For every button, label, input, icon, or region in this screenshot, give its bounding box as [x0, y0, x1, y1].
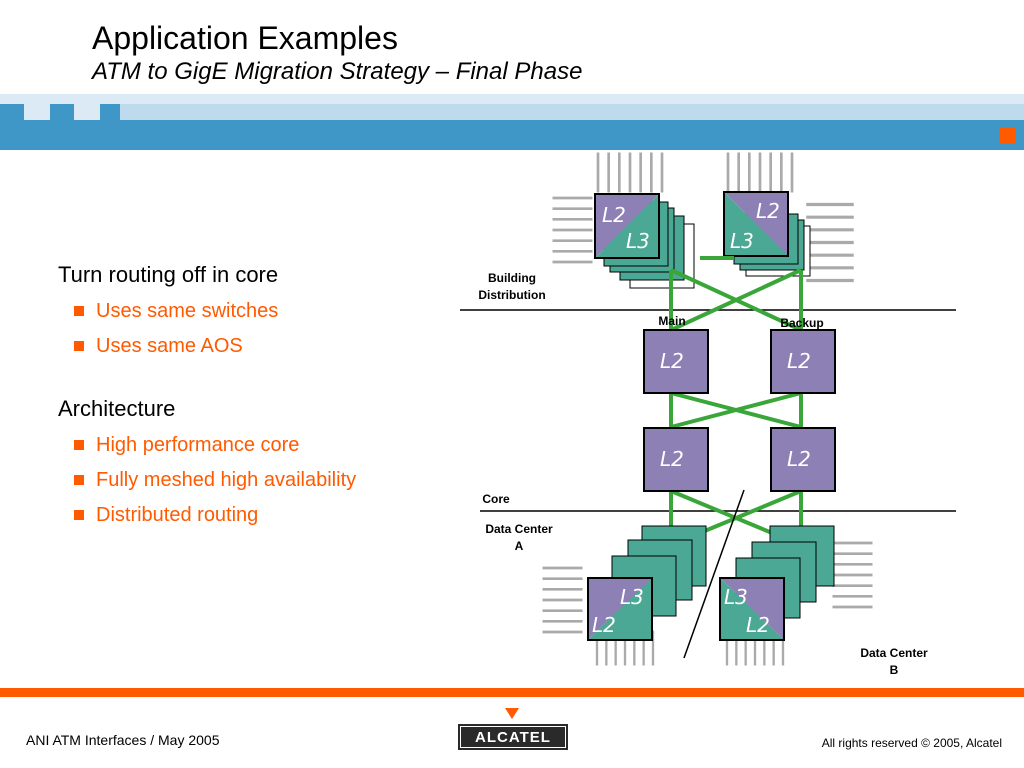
bullet-sub: Distributed routing [72, 504, 438, 527]
footer-right-text: All rights reserved © 2005, Alcatel [821, 736, 1002, 750]
label-building: Building [488, 271, 536, 285]
bullet-sub: Uses same AOS [72, 335, 438, 358]
bullet-sub: Fully meshed high availability [72, 469, 438, 492]
bullet-sub: High performance core [72, 434, 438, 457]
bullet-list: Turn routing off in core Uses same switc… [58, 262, 438, 539]
switch-pins [806, 205, 854, 281]
label-core: Core [482, 492, 510, 506]
label-data-center-b: Data Center [860, 646, 928, 660]
label-main: Main [658, 314, 685, 328]
logo-text: ALCATEL [460, 726, 566, 748]
footer-bar [0, 688, 1024, 697]
bullet-main: Turn routing off in core [58, 262, 279, 287]
switch-pins [551, 196, 594, 264]
switch-pins [596, 151, 664, 194]
header-square [74, 94, 100, 120]
switch-stack-dc-b: L3 L2 [719, 525, 835, 641]
header-orange-square [1000, 128, 1016, 144]
label-distribution: Distribution [478, 288, 545, 302]
switch-label: L2 [787, 447, 811, 471]
bullet-main: Architecture [58, 396, 176, 421]
switch-pins [726, 151, 794, 194]
switch-pins [541, 566, 584, 634]
header-band-light [0, 94, 1024, 104]
network-diagram: L2 L3 L2 L3 L2 [460, 150, 956, 677]
switch-label: L2 [592, 613, 616, 637]
label-data-center-a: Data Center [485, 522, 553, 536]
switch-stack-dc-a: L3 L2 [587, 525, 707, 641]
slide-title: Application Examples [92, 20, 398, 56]
switch-stack-left: L2 L3 [594, 193, 695, 289]
switch-l2-main: L2 [643, 329, 709, 394]
switch-label: L3 [620, 585, 644, 609]
switch-l2l3: L3 L2 [587, 577, 653, 641]
switch-label: L3 [626, 229, 650, 253]
switch-label: L2 [756, 199, 780, 223]
switch-l2l3: L2 L3 [594, 193, 660, 259]
switch-label: L3 [724, 585, 748, 609]
switch-label: L3 [730, 229, 754, 253]
footer-left-text: ANI ATM Interfaces / May 2005 [26, 732, 220, 748]
label-data-center-b-letter: B [890, 663, 899, 677]
switch-label: L2 [660, 349, 684, 373]
switch-label: L2 [746, 613, 770, 637]
switch-stack-right: L2 L3 [723, 191, 811, 277]
switch-l2-backup: L2 [770, 329, 836, 394]
switch-label: L2 [660, 447, 684, 471]
switch-l2l3: L3 L2 [719, 577, 785, 641]
header-square [24, 94, 50, 120]
alcatel-logo: ALCATEL [458, 724, 568, 750]
slide-subtitle: ATM to GigE Migration Strategy – Final P… [92, 58, 583, 85]
switch-l2-core-right: L2 [770, 427, 836, 492]
switch-pins [831, 541, 874, 609]
switch-l2l3: L2 L3 [723, 191, 789, 257]
label-backup: Backup [780, 316, 823, 330]
switch-label: L2 [787, 349, 811, 373]
header-band-mid [120, 104, 1024, 120]
logo-triangle [505, 708, 519, 719]
bullet-sub: Uses same switches [72, 300, 438, 323]
link-mesh [669, 256, 803, 547]
label-data-center-a-letter: A [515, 539, 524, 553]
switch-l2-core-left: L2 [643, 427, 709, 492]
connector-line [683, 489, 745, 659]
switch-label: L2 [602, 203, 626, 227]
